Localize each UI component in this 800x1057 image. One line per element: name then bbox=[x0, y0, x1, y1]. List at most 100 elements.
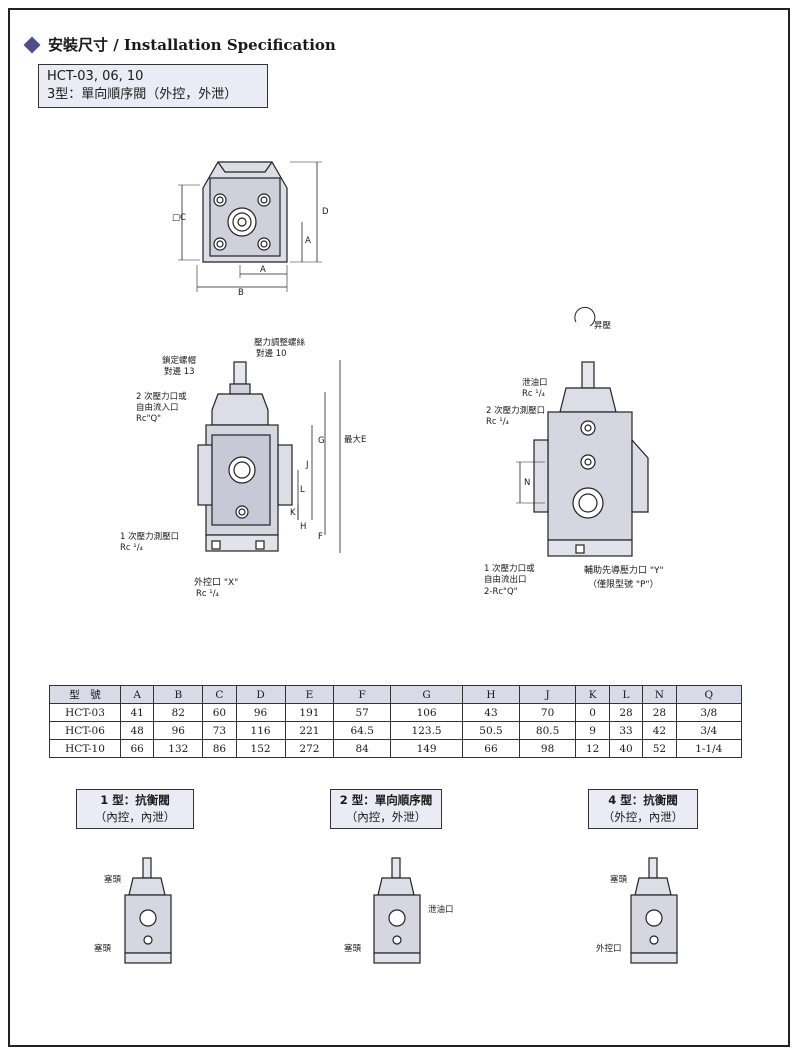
table-cell: 41 bbox=[119, 703, 155, 722]
type2-drawing bbox=[373, 857, 421, 964]
drain-rc-label: Rc ¹/₄ bbox=[522, 389, 545, 399]
table-cell: 28 bbox=[608, 703, 644, 722]
primary-gauge-label: 1 次壓力測壓口 bbox=[120, 532, 180, 542]
dim-g-label: G bbox=[318, 436, 325, 446]
table-cell: 1-1/4 bbox=[675, 739, 743, 758]
table-cell: 52 bbox=[642, 739, 677, 758]
type4-sub: （外控，內泄） bbox=[602, 810, 684, 824]
table-cell: 116 bbox=[235, 721, 286, 740]
section-header: 安裝尺寸 / Installation Specification bbox=[23, 34, 336, 55]
table-row: HCT-10 66 132 86 152 272 84 149 66 98 12… bbox=[49, 739, 743, 758]
type4-ext-pilot-label: 外控口 bbox=[596, 944, 622, 954]
table-cell: 12 bbox=[575, 739, 610, 758]
lock-nut-label: 鎖定螺帽 bbox=[162, 356, 197, 366]
table-cell: HCT-10 bbox=[49, 739, 121, 758]
table-cell: 42 bbox=[642, 721, 677, 740]
table-cell: 48 bbox=[119, 721, 155, 740]
table-cell: 40 bbox=[608, 739, 644, 758]
table-cell: 28 bbox=[642, 703, 677, 722]
table-cell: 191 bbox=[284, 703, 335, 722]
table-cell: 84 bbox=[333, 739, 392, 758]
table-cell: 43 bbox=[462, 703, 520, 722]
table-cell: 152 bbox=[235, 739, 286, 758]
table-header-row: 型 號 A B C D E F G H J K L N Q bbox=[49, 685, 743, 704]
table-cell: 96 bbox=[235, 703, 286, 722]
table-cell: 60 bbox=[202, 703, 237, 722]
type1-title: 1 型：抗衡閥 bbox=[100, 793, 170, 807]
table-cell: HCT-06 bbox=[49, 721, 121, 740]
dim-b-label: B bbox=[238, 288, 244, 298]
dim-l-label: L bbox=[300, 485, 305, 495]
table-cell: 57 bbox=[333, 703, 392, 722]
table-header: B bbox=[153, 685, 204, 704]
table-cell: 221 bbox=[284, 721, 335, 740]
table-header: H bbox=[462, 685, 520, 704]
type4-plug-label: 塞頭 bbox=[610, 875, 628, 885]
dim-h-label: H bbox=[300, 522, 307, 532]
dim-a-horiz-label: A bbox=[260, 265, 266, 275]
rc-q-label: Rc"Q" bbox=[136, 414, 162, 424]
type1-plug-bottom-label: 塞頭 bbox=[94, 944, 112, 954]
primary-port-label: 1 次壓力口或 bbox=[484, 564, 535, 574]
type2-title: 2 型：單向順序閥 bbox=[339, 793, 433, 807]
dim-k-label: K bbox=[290, 508, 296, 518]
table-cell: 82 bbox=[153, 703, 204, 722]
table-cell: 86 bbox=[202, 739, 237, 758]
table-header: K bbox=[575, 685, 610, 704]
secondary-port-label: 2 次壓力口或 bbox=[136, 392, 187, 402]
dim-n-label: N bbox=[524, 478, 531, 488]
model-line-2: 3型：單向順序閥（外控，外泄） bbox=[47, 87, 238, 102]
table-cell: HCT-03 bbox=[49, 703, 121, 722]
dim-f-label: F bbox=[318, 532, 323, 542]
adj-screw-label: 壓力調整螺絲 bbox=[254, 338, 306, 348]
table-header: D bbox=[235, 685, 286, 704]
aux-pilot-label: 輔助先導壓力口 "Y" bbox=[584, 566, 664, 576]
table-header: A bbox=[119, 685, 155, 704]
type2-drain-label: 泄油口 bbox=[428, 905, 454, 915]
table-cell: 123.5 bbox=[390, 721, 464, 740]
type4-box: 4 型：抗衡閥 （外控，內泄） bbox=[588, 789, 698, 829]
type1-sub: （內控，內泄） bbox=[94, 810, 176, 824]
table-cell: 66 bbox=[462, 739, 520, 758]
table-cell: 50.5 bbox=[462, 721, 520, 740]
ext-pilot-label: 外控口 "X" bbox=[194, 578, 239, 588]
table-cell: 80.5 bbox=[518, 721, 577, 740]
table-cell: 33 bbox=[608, 721, 644, 740]
type4-title: 4 型：抗衡閥 bbox=[608, 793, 678, 807]
dim-j-label: J bbox=[306, 460, 309, 470]
secondary-gauge-rc-label: Rc ¹/₄ bbox=[486, 417, 509, 427]
adj-screw-size-label: 對邊 10 bbox=[256, 349, 287, 359]
table-cell: 96 bbox=[153, 721, 204, 740]
table-cell: 3/8 bbox=[675, 703, 743, 722]
table-header: C bbox=[202, 685, 237, 704]
type1-plug-top-label: 塞頭 bbox=[104, 875, 122, 885]
table-cell: 272 bbox=[284, 739, 335, 758]
table-cell: 106 bbox=[390, 703, 464, 722]
model-line-1: HCT-03, 06, 10 bbox=[47, 69, 144, 84]
table-row: HCT-03 41 82 60 96 191 57 106 43 70 0 28… bbox=[49, 703, 743, 722]
side-view-drawing bbox=[516, 306, 649, 557]
section-title: 安裝尺寸 / Installation Specification bbox=[48, 36, 336, 54]
free-inlet-label: 自由流入口 bbox=[136, 403, 179, 413]
primary-gauge-rc-label: Rc ¹/₄ bbox=[120, 543, 143, 553]
dim-c-label: □C bbox=[172, 213, 186, 223]
table-cell: 132 bbox=[153, 739, 204, 758]
table-header: G bbox=[390, 685, 464, 704]
spec-table: 型 號 A B C D E F G H J K L N Q HCT-03 41 … bbox=[49, 685, 743, 758]
type2-box: 2 型：單向順序閥 （內控，外泄） bbox=[330, 789, 442, 829]
top-view-drawing bbox=[178, 161, 322, 292]
table-cell: 149 bbox=[390, 739, 464, 758]
table-row: HCT-06 48 96 73 116 221 64.5 123.5 50.5 … bbox=[49, 721, 743, 740]
dim-a-vert-label: A bbox=[305, 236, 311, 246]
dim-e-label: 最大E bbox=[344, 435, 367, 445]
secondary-gauge-label: 2 次壓力測壓口 bbox=[486, 406, 546, 416]
free-outlet-label: 自由流出口 bbox=[484, 575, 527, 585]
page-frame bbox=[8, 8, 790, 1047]
type1-box: 1 型：抗衡閥 （內控，內泄） bbox=[76, 789, 194, 829]
table-cell: 3/4 bbox=[675, 721, 743, 740]
table-header: E bbox=[284, 685, 335, 704]
type1-drawing bbox=[124, 857, 172, 964]
table-header: N bbox=[642, 685, 677, 704]
rotation-label: 昇壓 bbox=[594, 321, 612, 331]
